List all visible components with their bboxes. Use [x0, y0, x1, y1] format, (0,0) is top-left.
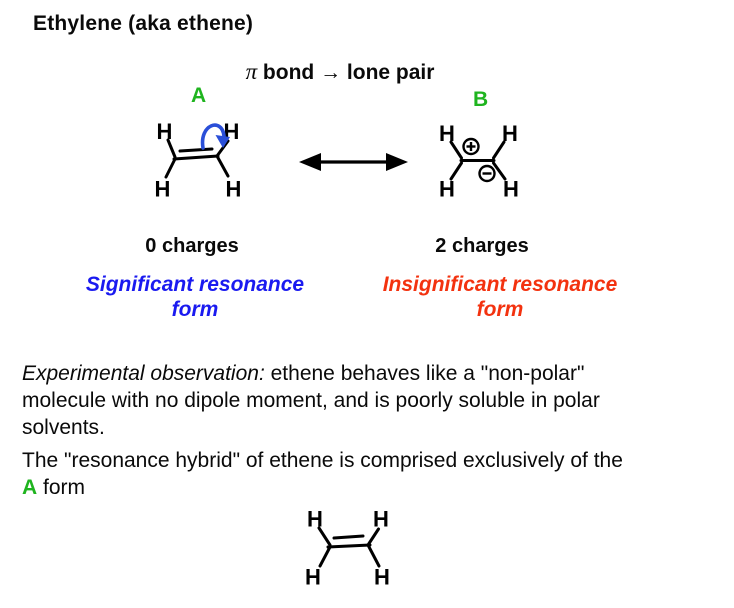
- structure-b-label: B: [473, 88, 489, 111]
- resonance-hybrid-paragraph: The "resonance hybrid" of ethene is comp…: [22, 447, 722, 501]
- structure-a-drawing: H H H H: [155, 119, 242, 202]
- bond-line: [366, 543, 381, 568]
- double-bond-main-line: [326, 543, 372, 549]
- structure-b-drawing: H H H H: [439, 121, 519, 202]
- paragraph-lead: Experimental observation:: [22, 362, 265, 385]
- double-bond-second-line: [332, 534, 365, 540]
- bond-line: [215, 154, 230, 178]
- double-bond-main-line: [172, 154, 220, 161]
- page-title: Ethylene (aka ethene): [33, 12, 254, 35]
- bond-line: [449, 161, 463, 181]
- paragraph-line: solvents.: [22, 416, 105, 439]
- paragraph-line: molecule with no dipole moment, and is p…: [22, 389, 600, 412]
- paragraph-line: Experimental observation: ethene behaves…: [22, 360, 722, 387]
- bond-line: [366, 527, 380, 547]
- hydrogen-atom-label: H: [502, 121, 518, 146]
- caption-line: Significant resonance: [85, 273, 305, 296]
- paragraph-line: A form: [22, 474, 722, 501]
- resonance-hybrid-structure-drawing: H H H H: [305, 507, 390, 590]
- structure-b-caption: Insignificant resonance form: [375, 272, 625, 322]
- structure-a-label: A: [191, 84, 207, 107]
- hydrogen-atom-label: H: [374, 565, 390, 590]
- structure-a-caption: Significant resonance form: [70, 272, 320, 322]
- hydrogen-atom-label: H: [503, 177, 519, 202]
- form-a-highlight: A: [22, 476, 38, 499]
- hydrogen-atom-label: H: [305, 565, 321, 590]
- paragraph-line: The "resonance hybrid" of ethene is comp…: [22, 449, 623, 472]
- bond-line: [318, 545, 332, 568]
- minus-charge-icon: [478, 164, 496, 183]
- bond-line: [317, 526, 332, 547]
- structure-b-charges-label: 2 charges: [435, 235, 529, 257]
- hydrogen-atom-label: H: [439, 177, 455, 202]
- bond-line: [492, 140, 506, 160]
- paragraph-text: ethene behaves like a "non-polar": [264, 362, 585, 385]
- plus-charge-icon: [462, 137, 480, 156]
- pi-symbol: π: [245, 59, 258, 84]
- bond-line: [492, 161, 507, 181]
- double-bond-second-line: [178, 147, 214, 153]
- experimental-observation-paragraph: Experimental observation: ethene behaves…: [22, 360, 722, 441]
- caption-line: form: [476, 298, 524, 321]
- resonance-double-arrow-icon: [299, 153, 408, 171]
- bond-line: [166, 138, 177, 159]
- bond-line: [449, 140, 463, 160]
- curved-arrow-icon: [200, 123, 230, 150]
- hydrogen-atom-label: H: [226, 177, 242, 202]
- bond-line: [215, 139, 230, 158]
- hydrogen-atom-label: H: [307, 507, 323, 532]
- structure-a-charges-label: 0 charges: [145, 235, 239, 257]
- caption-line: form: [171, 298, 219, 321]
- paragraph-text: form: [37, 476, 86, 499]
- hydrogen-atom-label: H: [373, 507, 389, 532]
- heading-text: bond → lone pair: [257, 61, 435, 84]
- hydrogen-atom-label: H: [155, 177, 171, 202]
- bond-line: [164, 157, 177, 179]
- hydrogen-atom-label: H: [157, 119, 173, 144]
- pi-bond-heading: π bond → lone pair: [180, 59, 500, 85]
- hydrogen-atom-label: H: [439, 121, 455, 146]
- caption-line: Insignificant resonance: [382, 273, 618, 296]
